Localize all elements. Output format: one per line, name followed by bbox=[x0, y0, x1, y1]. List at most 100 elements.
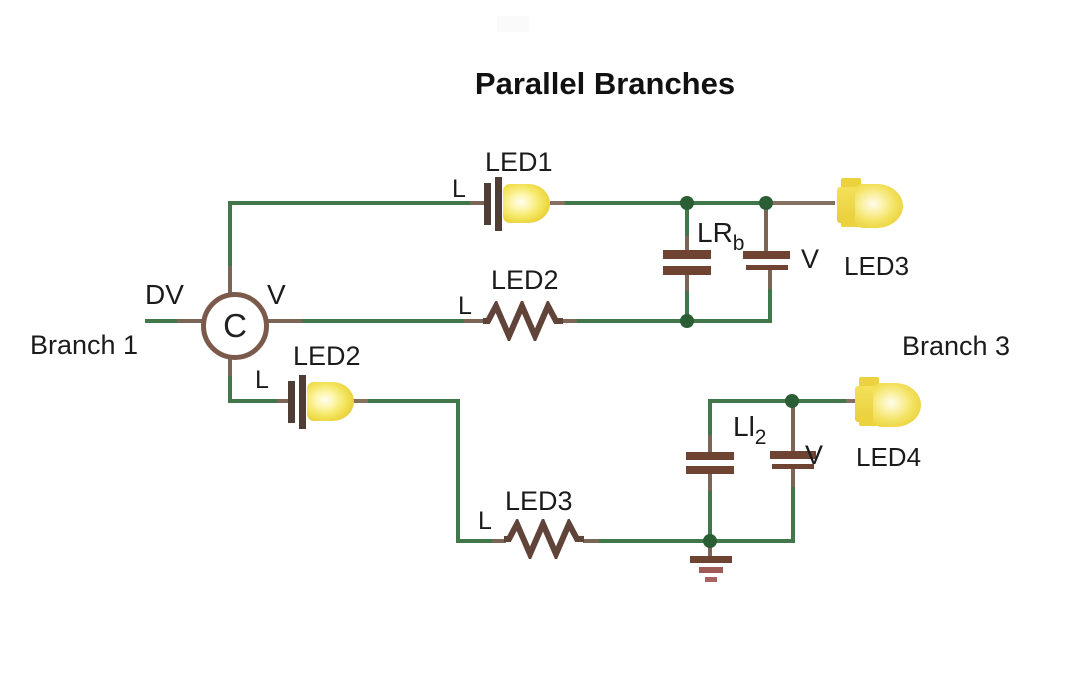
cap-bottom-label: Ll2 bbox=[733, 411, 766, 449]
capacitor-plate bbox=[746, 265, 788, 270]
watermark-smudge bbox=[497, 16, 529, 32]
led1-terminal-label: L bbox=[452, 175, 466, 203]
junction-dot bbox=[680, 196, 694, 210]
lead-cap2-bottom bbox=[768, 270, 772, 289]
lead-cap3-top bbox=[708, 435, 712, 453]
cap-top-label: LRb bbox=[697, 217, 744, 255]
lead-source-right bbox=[259, 319, 302, 323]
ground-icon bbox=[699, 567, 723, 573]
resistor-top-label: LED2 bbox=[491, 265, 559, 295]
lead-cap2-top bbox=[764, 204, 768, 252]
wire-cap1-top bbox=[685, 205, 689, 238]
source-dv-label: DV bbox=[145, 279, 184, 310]
led3-lamp-icon bbox=[833, 174, 905, 232]
lamp-tab bbox=[859, 415, 879, 426]
lamp-tab bbox=[841, 216, 861, 227]
lead-cap1-top bbox=[685, 236, 689, 251]
wire-mid-branch-left bbox=[300, 319, 468, 323]
wire-cap4-bottom bbox=[791, 485, 795, 543]
source-symbol-label: C bbox=[223, 307, 247, 344]
cap-top-v-label: V bbox=[801, 244, 820, 274]
source-v-label: V bbox=[267, 279, 286, 310]
cap-top-label-main: LR bbox=[697, 217, 733, 248]
lead-res1-in bbox=[464, 319, 483, 323]
wire-input bbox=[145, 319, 179, 323]
lead-lamp3 bbox=[771, 201, 835, 205]
led-bar-icon bbox=[484, 183, 491, 225]
led3-label: LED3 bbox=[844, 251, 910, 281]
ground-icon bbox=[705, 577, 717, 582]
junction-dot bbox=[703, 534, 717, 548]
source-circle: C bbox=[201, 292, 269, 360]
cap-bottom-label-main: Ll bbox=[733, 411, 755, 442]
resistor-icon bbox=[483, 301, 563, 341]
wire-cap3-bottom bbox=[708, 490, 712, 543]
resistor-icon bbox=[504, 519, 584, 559]
wire-bottom-branch-left bbox=[456, 539, 492, 543]
led2-label: LED2 bbox=[293, 341, 361, 371]
wire-bottom-drop bbox=[456, 399, 460, 541]
wire-bottom-riser bbox=[228, 374, 232, 401]
wire-top-riser bbox=[228, 203, 232, 268]
lamp-dome bbox=[873, 383, 921, 427]
capacitor-plate bbox=[686, 452, 734, 460]
capacitor-plate bbox=[663, 266, 711, 275]
wire-mid-branch-right bbox=[577, 319, 772, 323]
lead-res2-in bbox=[492, 539, 506, 543]
led-bar-icon bbox=[288, 381, 295, 423]
lead-lamp4 bbox=[846, 399, 862, 403]
wire-cap3-top bbox=[708, 401, 712, 437]
resistor-bottom-label: LED3 bbox=[505, 486, 573, 516]
ground-icon bbox=[690, 556, 732, 563]
capacitor-plate bbox=[772, 464, 814, 469]
lead-source-left bbox=[177, 319, 204, 323]
led-bulb-icon bbox=[307, 382, 354, 421]
led1-symbol bbox=[482, 175, 554, 233]
led4-lamp-icon bbox=[851, 373, 923, 431]
capacitor-plate bbox=[770, 451, 816, 459]
wire-cap1-bottom bbox=[685, 289, 689, 323]
lead-res1-out bbox=[561, 319, 577, 323]
branch3-label: Branch 3 bbox=[902, 331, 1011, 361]
led1-label: LED1 bbox=[485, 147, 553, 177]
led-bulb-icon bbox=[503, 184, 550, 223]
led2-terminal-label: L bbox=[255, 366, 269, 394]
junction-dot bbox=[785, 394, 799, 408]
capacitor-plate bbox=[743, 251, 790, 259]
lead-source-bottom bbox=[228, 350, 232, 376]
wire-branch3-top bbox=[708, 399, 848, 403]
cap-bottom-label-sub: 2 bbox=[754, 426, 767, 449]
resistor-bottom-terminal-label: L bbox=[478, 507, 492, 535]
lead-led2-out bbox=[352, 399, 368, 403]
led2-symbol bbox=[286, 373, 358, 431]
lamp-tab bbox=[841, 178, 861, 189]
resistor-top-terminal-label: L bbox=[458, 292, 472, 320]
lead-led1-out bbox=[550, 201, 565, 205]
wire-led2-right bbox=[367, 399, 460, 403]
lamp-dome bbox=[855, 184, 903, 228]
lead-ground bbox=[708, 546, 712, 557]
lead-cap4-bottom bbox=[791, 469, 795, 487]
led4-label: LED4 bbox=[856, 442, 922, 472]
wire-top-branch-right bbox=[564, 201, 773, 205]
lead-res2-out bbox=[583, 539, 599, 543]
cap-top-label-sub: b bbox=[732, 232, 745, 255]
capacitor-plate bbox=[663, 250, 711, 259]
lead-cap1-bottom bbox=[685, 274, 689, 291]
led-bar-icon bbox=[299, 375, 306, 429]
lead-cap4-top bbox=[791, 405, 795, 453]
page-title: Parallel Branches bbox=[474, 66, 736, 101]
led-bar-icon bbox=[495, 177, 502, 231]
wire-top-branch-left bbox=[228, 201, 470, 205]
junction-dot bbox=[759, 196, 773, 210]
lead-led1-in bbox=[470, 201, 484, 205]
wire-bottom-branch-mid bbox=[598, 539, 710, 543]
capacitor-plate bbox=[686, 466, 734, 474]
wire-led2-left bbox=[228, 399, 277, 403]
wire-bottom-branch-right bbox=[715, 539, 795, 543]
lamp-tab bbox=[859, 377, 879, 388]
lead-cap3-bottom bbox=[708, 473, 712, 491]
lead-source-top bbox=[228, 266, 232, 294]
branch1-label: Branch 1 bbox=[30, 330, 139, 360]
